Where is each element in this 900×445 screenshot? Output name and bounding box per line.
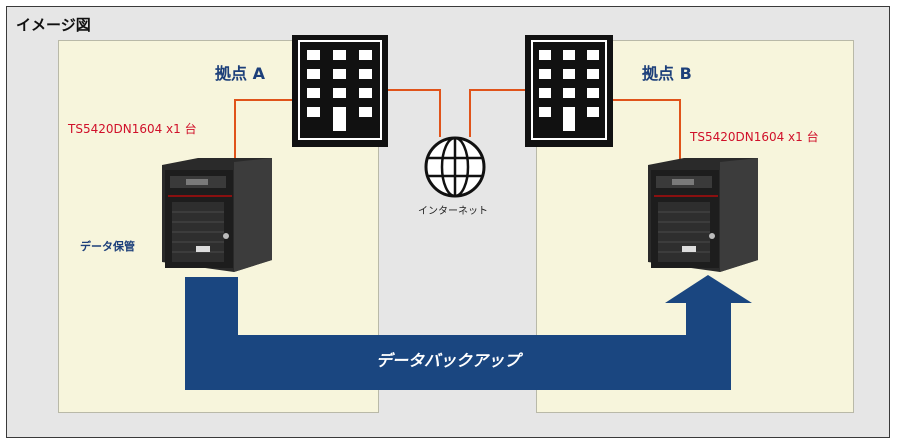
data-storage-label: データ保管 [80, 240, 135, 253]
line-internet-to-building-b [469, 89, 525, 137]
internet-label: インターネット [418, 206, 488, 217]
network-lines [234, 89, 681, 165]
nas-device-a-icon [162, 158, 272, 272]
site-b-model-label: TS5420DN1604 x1 台 [690, 130, 819, 144]
building-b-icon [525, 35, 613, 147]
site-a-model-label: TS5420DN1604 x1 台 [68, 122, 197, 136]
diagram-title: イメージ図 [16, 16, 91, 34]
backup-arrow [185, 275, 752, 390]
line-building-a-to-internet [388, 89, 441, 137]
globe-icon [424, 136, 486, 198]
nas-device-b-icon [648, 158, 758, 272]
building-a-icon [292, 35, 388, 147]
site-a-label: 拠点 A [215, 64, 265, 83]
line-building-b-to-nas-b [613, 99, 681, 165]
site-b-label: 拠点 B [642, 64, 692, 83]
backup-label: データバックアップ [376, 351, 521, 370]
line-nas-a-to-building-a [234, 99, 292, 165]
